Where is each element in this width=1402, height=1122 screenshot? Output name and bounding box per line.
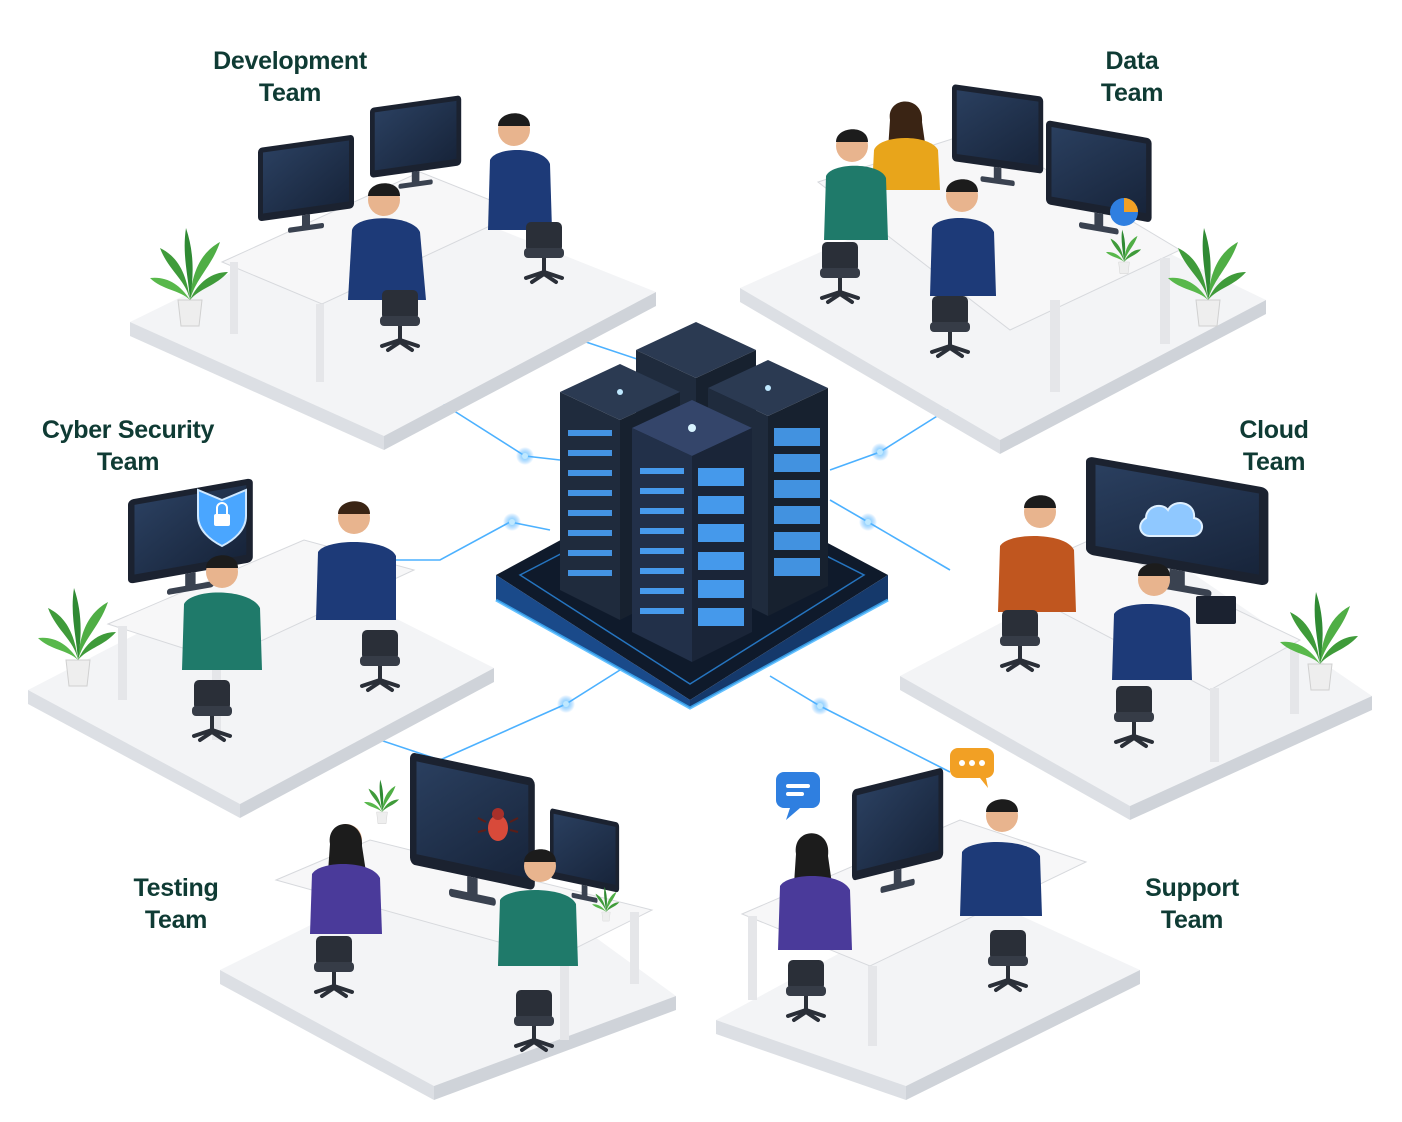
- testing-team-label-line2: Team: [144, 906, 208, 934]
- cloud-team-label: Cloud Team: [1239, 414, 1309, 478]
- testing-team-workstation: [220, 752, 676, 1100]
- data-team-label-line2: Team: [1100, 79, 1164, 107]
- cyber-security-team-label-line2: Team: [96, 448, 160, 476]
- chat-bubble-icon: [776, 772, 820, 820]
- data-team-workstation: [740, 84, 1266, 454]
- support-team-label: Support Team: [1145, 872, 1239, 936]
- cloud-icon: [1139, 502, 1203, 537]
- cloud-team-workstation: [900, 456, 1372, 820]
- cyber-security-team-workstation: [28, 477, 494, 818]
- development-team-workstation: [130, 95, 656, 450]
- data-team-label: Data Team: [1100, 45, 1164, 109]
- bug-icon: [477, 808, 519, 841]
- support-team-workstation: [716, 748, 1140, 1100]
- connector-nodes: [503, 443, 889, 715]
- cyber-security-team-label-line1: Cyber Security: [41, 416, 215, 444]
- testing-team-label-line1: Testing: [133, 874, 219, 902]
- chat-bubble-icon: [950, 748, 994, 788]
- support-team-label-line1: Support: [1145, 874, 1239, 902]
- cloud-team-label-line2: Team: [1242, 448, 1306, 476]
- data-team-label-line1: Data: [1105, 47, 1159, 75]
- testing-team-label: Testing Team: [134, 872, 219, 936]
- development-team-label-line1: Development: [213, 47, 367, 75]
- cyber-security-team-label: Cyber Security Team: [41, 414, 215, 478]
- development-team-label: Development Team: [213, 45, 367, 109]
- cloud-team-label-line1: Cloud: [1239, 416, 1309, 444]
- support-team-label-line2: Team: [1160, 906, 1224, 934]
- central-server-cluster: [495, 322, 889, 710]
- shield-lock-icon: [197, 488, 247, 548]
- development-team-label-line2: Team: [258, 79, 322, 107]
- server-rack-icon: [632, 400, 752, 662]
